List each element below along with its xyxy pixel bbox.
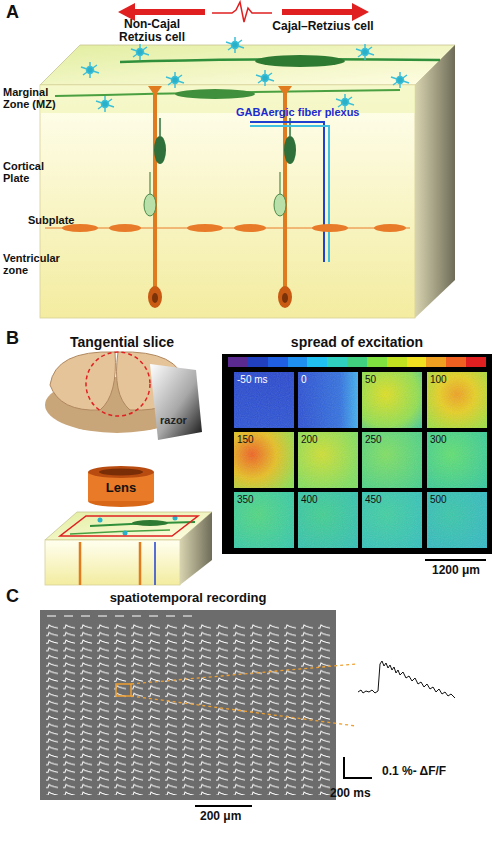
- trace-grid: [44, 612, 196, 621]
- noise-texture: [298, 372, 358, 428]
- time-label: 150: [237, 434, 254, 445]
- noise-texture: [234, 372, 294, 428]
- time-label: 400: [301, 494, 318, 505]
- heatmap-frame: -50 ms: [234, 372, 294, 428]
- selected-pixel-box: [116, 684, 131, 696]
- lens-cylinder: [99, 469, 143, 476]
- scale-bar: [425, 559, 486, 561]
- time-label: 350: [237, 494, 254, 505]
- cajal-retzius-cell: [175, 89, 255, 99]
- heatmap-frame: 250: [362, 432, 422, 488]
- propagation-arrow: [282, 3, 369, 21]
- noise-texture: [362, 372, 422, 428]
- marginal-zone-band: [40, 85, 415, 113]
- panel-heading: Tangential slice: [70, 334, 174, 350]
- cr-fiber: [55, 90, 400, 96]
- cell-label: Cajal–Retzius cell: [262, 20, 384, 33]
- panel-letter: A: [6, 2, 19, 23]
- gabaergic-fiber: [250, 126, 329, 262]
- panel-title: spread of excitation: [222, 334, 492, 350]
- non-cr-cells: [81, 37, 409, 112]
- lens-cylinder: [88, 466, 154, 478]
- time-label: 50: [365, 374, 376, 385]
- panel-letter: B: [6, 328, 19, 349]
- heatmap-frame: 500: [427, 492, 487, 548]
- block-front: [40, 85, 415, 318]
- noise-texture: [362, 432, 422, 488]
- scale-label: 0.1 %- ΔF/F: [382, 764, 446, 778]
- time-label: 300: [430, 434, 447, 445]
- heatmap-frame: 50: [362, 372, 422, 428]
- noise-texture: [298, 372, 358, 428]
- noise-texture: [298, 432, 358, 488]
- heatmap-frame: 300: [427, 432, 487, 488]
- noise-texture: [427, 492, 487, 548]
- cr-fiber: [120, 59, 440, 62]
- heatmap-frame: 450: [362, 492, 422, 548]
- noise-texture: [234, 492, 294, 548]
- slice-block: [45, 512, 212, 585]
- time-label: 250: [365, 434, 382, 445]
- layer-label: Ventricular zone: [3, 252, 73, 276]
- leader-line: [131, 696, 356, 726]
- heatmap-frame: 0: [298, 372, 358, 428]
- time-label: 450: [365, 494, 382, 505]
- scale-bar: [195, 805, 252, 807]
- noise-texture: [234, 432, 294, 488]
- heatmap-frame: 350: [234, 492, 294, 548]
- scale-bar: [344, 757, 372, 778]
- scale-label: 200 ms: [330, 786, 371, 800]
- heatmap-frame: 400: [298, 492, 358, 548]
- brain-illustration: [45, 352, 189, 433]
- trace-grid: [44, 623, 332, 795]
- noise-texture: [427, 372, 487, 428]
- lens-label: Lens: [88, 480, 154, 495]
- panel-title: spatiotemporal recording: [40, 590, 336, 605]
- time-label: 0: [301, 374, 307, 385]
- leader-line: [131, 664, 356, 684]
- cajal-retzius-cell: [255, 55, 345, 67]
- color-scale-bar: [228, 357, 486, 367]
- optical-trace: [358, 661, 455, 698]
- razor-label: razor: [160, 414, 187, 426]
- block-top: [40, 45, 455, 85]
- spike-trace: [212, 2, 272, 22]
- radial-glia: [148, 86, 292, 308]
- layer-label: Marginal Zone (MZ): [3, 86, 65, 110]
- noise-texture: [427, 432, 487, 488]
- time-label: 500: [430, 494, 447, 505]
- recording-background: [40, 610, 336, 800]
- scale-label: 200 μm: [200, 809, 241, 823]
- propagation-arrow: [118, 3, 205, 21]
- migrating-neurons: [144, 118, 296, 216]
- heatmap-frame: 100: [427, 372, 487, 428]
- subplate-cells: [45, 224, 410, 232]
- heatmap-frame: 200: [298, 432, 358, 488]
- layer-label: Subplate: [28, 214, 74, 226]
- scale-label: 1200 μm: [432, 563, 480, 577]
- noise-texture: [362, 492, 422, 548]
- time-label: -50 ms: [237, 374, 268, 385]
- block-side: [415, 45, 455, 318]
- layer-label: Cortical Plate: [3, 160, 61, 184]
- gabaergic-fiber: [250, 122, 324, 262]
- panel-letter: C: [6, 586, 19, 607]
- fiber-label: GABAergic fiber plexus: [236, 106, 359, 118]
- heatmap-frame: 150: [234, 432, 294, 488]
- time-label: 200: [301, 434, 318, 445]
- time-label: 100: [430, 374, 447, 385]
- razor-blade: [150, 364, 202, 440]
- cell-label: Non-Cajal Retzius cell: [108, 18, 196, 44]
- noise-texture: [298, 492, 358, 548]
- recording-panel: spatiotemporal recording: [40, 590, 336, 802]
- objective-lens: Lens: [88, 466, 154, 508]
- image-panel: spread of excitation -50 ms 0 50 100 150 200 25…: [222, 334, 492, 556]
